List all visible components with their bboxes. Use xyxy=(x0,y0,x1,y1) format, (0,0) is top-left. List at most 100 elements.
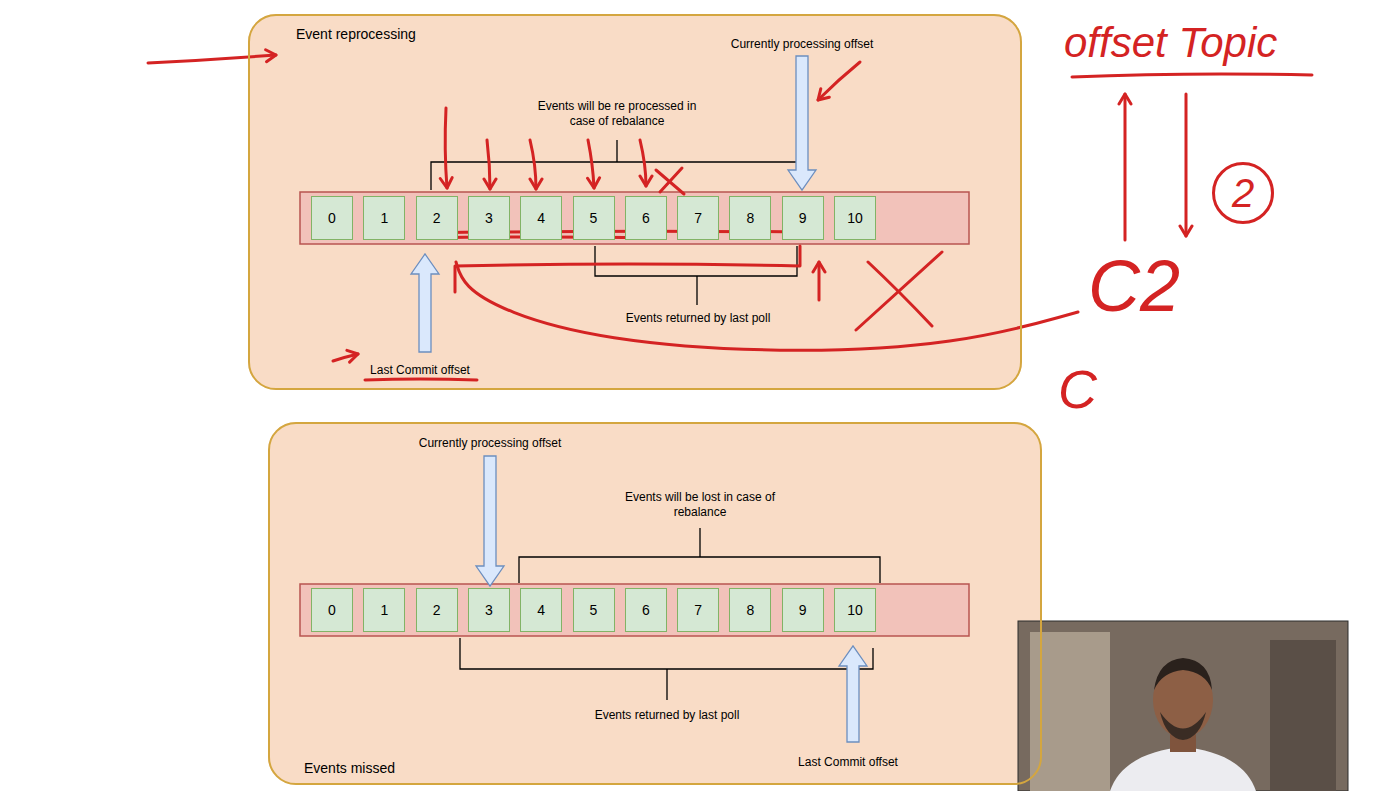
bracket-stem xyxy=(699,528,700,557)
offset-number: 6 xyxy=(642,210,650,227)
hand-arrow xyxy=(333,354,358,361)
bracket xyxy=(460,638,873,669)
annotation-circle: 2 xyxy=(1212,162,1274,224)
offset-cell: 10 xyxy=(834,588,876,632)
handwritten-note: C xyxy=(1058,362,1097,416)
webcam-beard xyxy=(1160,712,1206,740)
callout-number: 2 xyxy=(1232,173,1254,213)
webcam-shirt xyxy=(1110,747,1256,791)
offset-cell: 5 xyxy=(573,588,615,632)
scenario-panel: Event reprocessing 0 1 2 3 4 5 6 7 8 9 10 xyxy=(248,14,1022,390)
pointer-arrow xyxy=(839,646,867,742)
bracket xyxy=(595,246,797,276)
hand-underline xyxy=(1072,74,1312,77)
pointer-arrow xyxy=(788,56,816,190)
hand-arrow xyxy=(445,108,447,188)
offset-number: 4 xyxy=(537,602,545,619)
webcam-hair xyxy=(1154,658,1212,690)
offset-cell: 3 xyxy=(468,588,510,632)
offset-number: 3 xyxy=(485,602,493,619)
hand-arrow xyxy=(818,62,860,100)
offset-cell: 2 xyxy=(416,196,458,240)
hand-underline xyxy=(365,379,477,380)
bracket xyxy=(519,557,880,583)
offset-strip xyxy=(300,192,969,244)
webcam-wall xyxy=(1030,632,1110,791)
hand-cross xyxy=(856,252,942,330)
callout-text: Events returned by last poll xyxy=(593,311,803,326)
offset-cell: 0 xyxy=(311,196,353,240)
offset-number: 6 xyxy=(642,602,650,619)
pointer-arrow xyxy=(476,456,504,586)
offset-number: 10 xyxy=(847,210,863,227)
offset-number: 1 xyxy=(380,602,388,619)
hand-arrow xyxy=(640,140,646,186)
panel-title: Events missed xyxy=(304,760,395,777)
offset-number: 0 xyxy=(328,602,336,619)
offset-number: 2 xyxy=(433,602,441,619)
offset-cell: 8 xyxy=(729,588,771,632)
callout-text: Events will be re processed in case of r… xyxy=(524,99,710,129)
hand-curve xyxy=(456,262,1078,350)
offset-cell: 1 xyxy=(363,588,405,632)
bracket-stem xyxy=(666,669,667,700)
offset-cell: 9 xyxy=(782,588,824,632)
offset-number: 3 xyxy=(485,210,493,227)
offset-number: 8 xyxy=(746,210,754,227)
webcam-shadow xyxy=(1270,640,1336,791)
bracket-stem xyxy=(616,140,617,162)
offset-number: 9 xyxy=(799,602,807,619)
callout-text: Last Commit offset xyxy=(345,363,495,378)
handwritten-note: C2 xyxy=(1088,250,1180,322)
callout-text: Events returned by last poll xyxy=(562,708,772,723)
offset-number: 5 xyxy=(590,602,598,619)
panel-title: Event reprocessing xyxy=(296,26,416,43)
offset-cell: 4 xyxy=(520,588,562,632)
offset-cell: 4 xyxy=(520,196,562,240)
offset-cell: 9 xyxy=(782,196,824,240)
offset-cell: 6 xyxy=(625,588,667,632)
callout-text: Last Commit offset xyxy=(773,755,923,770)
callout-text: Currently processing offset xyxy=(385,436,595,451)
offset-number: 0 xyxy=(328,210,336,227)
offset-number: 7 xyxy=(694,210,702,227)
pointer-arrow xyxy=(411,254,439,352)
offset-number: 1 xyxy=(380,210,388,227)
offset-number: 10 xyxy=(847,602,863,619)
hand-annotations xyxy=(148,55,1312,380)
offset-cell: 6 xyxy=(625,196,667,240)
callout-text: Currently processing offset xyxy=(697,37,907,52)
hand-cross xyxy=(656,168,684,194)
offset-cell: 7 xyxy=(677,196,719,240)
hand-arrow xyxy=(530,140,536,189)
hand-arrow xyxy=(1185,94,1188,236)
hand-arrow xyxy=(487,140,490,189)
offset-cell: 1 xyxy=(363,196,405,240)
offset-cell: 2 xyxy=(416,588,458,632)
offset-strip xyxy=(300,584,969,636)
hand-arrow xyxy=(818,262,821,300)
offset-cell: 5 xyxy=(573,196,615,240)
offset-cell: 0 xyxy=(311,588,353,632)
hand-arrow xyxy=(588,140,594,188)
offset-number: 4 xyxy=(537,210,545,227)
offset-number: 8 xyxy=(746,602,754,619)
hand-arrow xyxy=(148,55,276,63)
offset-number: 2 xyxy=(433,210,441,227)
handwritten-note: offset Topic xyxy=(1064,22,1277,64)
scenario-panel: Events missed 0 1 2 3 4 5 6 7 8 9 10 xyxy=(268,422,1042,785)
offset-number: 9 xyxy=(799,210,807,227)
offset-cell: 7 xyxy=(677,588,719,632)
offset-cell: 3 xyxy=(468,196,510,240)
callout-text: Events will be lost in case of rebalance xyxy=(609,490,791,520)
bracket xyxy=(431,162,802,190)
offset-cell: 10 xyxy=(834,196,876,240)
webcam-frame xyxy=(1018,621,1348,791)
hand-arrow xyxy=(1124,94,1127,240)
hand-line xyxy=(455,246,800,292)
webcam-picture xyxy=(1018,621,1348,791)
offset-cell: 8 xyxy=(729,196,771,240)
panel-fill xyxy=(248,14,1022,390)
